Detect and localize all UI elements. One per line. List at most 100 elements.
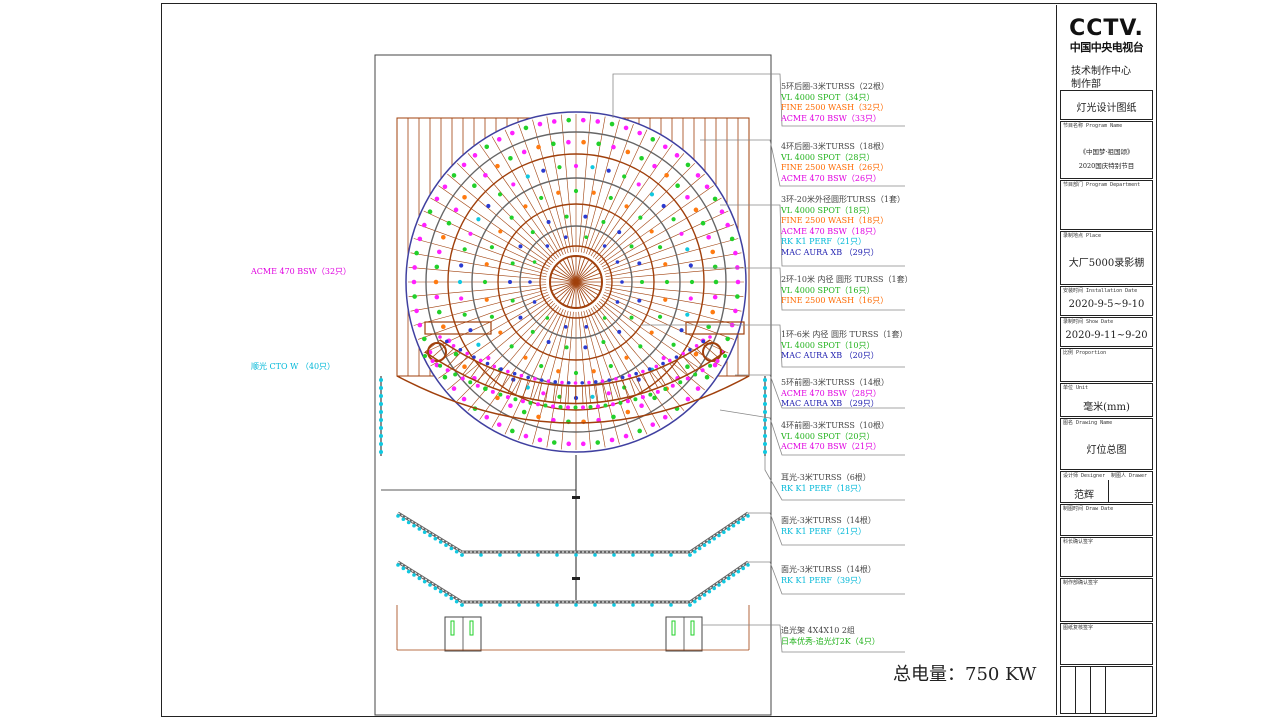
- fixture-dot: [662, 414, 668, 420]
- ear-light-fixture: [763, 410, 767, 414]
- face-light-2-fixture: [726, 576, 731, 581]
- fixture-dot: [508, 156, 513, 161]
- radial-spoke: [456, 303, 555, 402]
- fixture-dot: [688, 263, 693, 268]
- fixture-dot: [590, 394, 595, 399]
- fixture-dot: [459, 263, 464, 268]
- fixture-dot: [584, 325, 589, 329]
- fixture-dot: [712, 294, 718, 300]
- fixture-dot: [462, 364, 467, 370]
- fixture-dot: [710, 249, 716, 255]
- face-light-1-fixture: [693, 549, 697, 554]
- front-fixture: [468, 380, 473, 385]
- fixture-dot: [489, 245, 495, 250]
- fixture-dot: [508, 403, 513, 408]
- radial-spoke: [585, 124, 634, 254]
- fixture-dot: [434, 294, 440, 300]
- ear-light-fixture: [379, 426, 383, 430]
- fixture-dot: [545, 316, 550, 320]
- fixture-dot: [573, 395, 579, 401]
- radial-spoke: [438, 185, 552, 266]
- front-fixture: [492, 364, 497, 369]
- front-arc-rung: [615, 381, 621, 399]
- fixture-dot: [580, 117, 586, 123]
- front-fixture: [700, 368, 705, 373]
- fixture-dot: [693, 207, 699, 213]
- fixture-dot: [433, 279, 439, 285]
- radial-spoke: [605, 267, 744, 280]
- fixture-dot: [414, 308, 419, 314]
- front-arc-rung: [696, 348, 711, 363]
- leader-line-10: [702, 624, 905, 653]
- fixture-label-6-1: VL 4000 SPOT（20只）: [781, 431, 875, 441]
- fixture-label-9-0: 面光-3米TURSS（14根）: [781, 565, 876, 574]
- front-fixture: [655, 389, 660, 394]
- radial-spoke: [447, 173, 554, 263]
- radial-spoke: [408, 267, 547, 280]
- ear-light-fixture: [763, 442, 767, 446]
- front-fixture: [490, 389, 495, 394]
- fixture-dot: [472, 183, 477, 189]
- fixture-dot: [591, 369, 596, 374]
- fixture-dot: [637, 261, 642, 266]
- unit-value: 毫米(mm): [1083, 402, 1130, 413]
- front-fixture: [505, 395, 510, 400]
- face-light-2-fixture: [433, 586, 438, 591]
- front-fixture: [533, 377, 537, 381]
- ear-light-fixture: [379, 418, 383, 422]
- front-fixture: [625, 399, 630, 404]
- fixture-label-6-2: ACME 470 BSW（21只）: [781, 442, 882, 451]
- radial-spoke: [588, 309, 648, 435]
- front-fixture: [634, 371, 638, 376]
- fixture-dot: [551, 417, 556, 423]
- hub-spoke: [571, 256, 577, 283]
- fixture-dot: [484, 414, 490, 420]
- leader-line-7: [764, 456, 905, 501]
- radial-spoke: [410, 286, 547, 312]
- fixture-dot: [523, 433, 529, 439]
- face-light-2-fixture: [412, 573, 416, 577]
- radial-spoke: [578, 114, 591, 253]
- face-light-2-fixture: [736, 569, 741, 574]
- front-arc-rung: [424, 339, 441, 353]
- front-arc-rung: [622, 380, 629, 398]
- program-caption: 节目名称 Program Name: [1063, 123, 1123, 129]
- front-arc-rung: [602, 384, 606, 402]
- department-cell: 节目部门 Program Department: [1060, 180, 1153, 230]
- fixture-dot: [436, 249, 442, 255]
- front-fixture: [444, 339, 449, 344]
- front-fixture: [688, 347, 692, 352]
- fixture-dot: [609, 121, 615, 127]
- drawing-type: 灯光设计图纸: [1076, 103, 1137, 114]
- program-cell: 节目名称 Program Name 《中国梦·祖国颂》 2020国庆特别节目: [1060, 121, 1153, 179]
- face-light-1-fixture: [722, 530, 726, 535]
- face-light-1-seg: [689, 511, 749, 554]
- face-light-2-fixture: [406, 569, 411, 574]
- designer-cell: 设计师 Designer 制图人 Drawer 范辉: [1060, 471, 1153, 503]
- radial-spoke: [595, 304, 685, 411]
- fixture-dot: [611, 144, 616, 150]
- front-fixture: [566, 381, 571, 385]
- front-arc-rung: [515, 378, 522, 396]
- fixture-dot: [712, 196, 718, 202]
- left-corner-drum: [427, 342, 447, 362]
- fixture-dot: [611, 414, 616, 420]
- fixture-label-10-1: 日本优秀-追光灯2K（4只）: [781, 636, 880, 646]
- fixture-dot: [442, 374, 448, 380]
- radial-spoke: [605, 252, 742, 278]
- hub-spoke: [575, 256, 581, 283]
- front-fixture: [614, 377, 618, 381]
- fixture-dot: [453, 207, 459, 213]
- fixture-dot: [712, 264, 718, 270]
- face-light-2-fixture: [422, 579, 427, 584]
- front-fixture: [674, 355, 679, 359]
- radial-spoke: [430, 296, 551, 367]
- fixture-dot: [539, 195, 544, 201]
- ear-light-fixture: [763, 418, 767, 422]
- face-light-1-fixture: [428, 533, 432, 538]
- follow-spot-lamp: [469, 620, 474, 636]
- fixture-dot: [508, 280, 512, 284]
- fixture-dot: [671, 217, 676, 222]
- front-arc-rung: [709, 339, 726, 353]
- radial-spoke: [479, 144, 560, 258]
